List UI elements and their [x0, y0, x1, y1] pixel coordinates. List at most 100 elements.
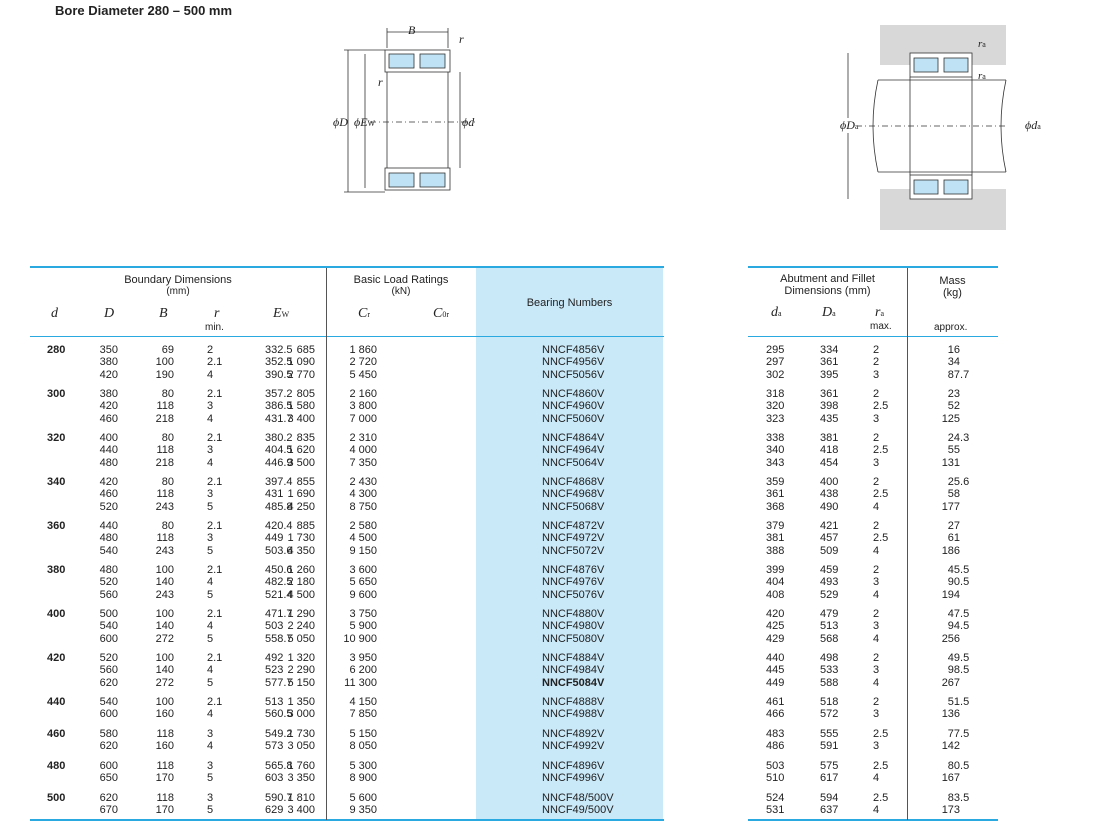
cor-cell: 5 150	[349, 728, 377, 740]
cor-cell: 1 860	[349, 344, 377, 356]
sym-text: E	[273, 306, 282, 321]
cor-cell: 3 600	[349, 564, 377, 576]
bearing-number-cell: NNCF5072V	[542, 544, 605, 557]
ew-cell: 431	[265, 488, 284, 501]
mass-cell: 80.5	[947, 760, 970, 772]
col-Cor: C0r	[433, 306, 449, 322]
Da-cell: 594	[820, 792, 839, 804]
da-cell: 399	[766, 564, 785, 576]
chamfer-cell: 3	[207, 444, 214, 457]
mass-cell: 136	[941, 708, 961, 721]
sym-sub: W	[281, 310, 290, 319]
da-cell: 338	[766, 432, 785, 444]
cr-cell: 1 580	[287, 400, 315, 413]
ew-cell: 521.4	[265, 588, 293, 601]
Da-cell: 398	[820, 400, 839, 413]
chamfer-label-inner: r	[378, 75, 383, 89]
ra-cell: 3	[873, 576, 880, 589]
ew-cell: 573	[265, 740, 284, 753]
ra-text: r	[978, 70, 983, 82]
chamfer-cell: 4	[207, 368, 214, 381]
table-header-rule	[30, 336, 664, 337]
mounting-diagram	[843, 25, 1007, 230]
outer-diameter-cell: 600	[99, 632, 118, 645]
mass-cell: 55	[947, 444, 961, 457]
Da-cell: 400	[820, 476, 839, 488]
chamfer-cell: 2.1	[207, 356, 223, 369]
da-cell: 404	[766, 576, 785, 589]
right-table-header-rule	[748, 336, 998, 337]
sym-text: r	[875, 305, 881, 320]
da-cell: 388	[766, 544, 785, 557]
mass-cell: 34	[947, 356, 961, 369]
ra-cell: 2.5	[873, 400, 889, 413]
ra-cell: 2.5	[873, 792, 889, 804]
fillet-label-mid: ra	[978, 70, 986, 82]
cor-cell: 9 600	[349, 588, 377, 601]
width-cell: 118	[156, 728, 174, 740]
ra-cell: 3	[873, 708, 880, 721]
outer-diameter-cell: 620	[99, 740, 118, 753]
outer-diameter-cell: 580	[99, 728, 118, 740]
da-cell: 368	[766, 500, 785, 513]
cr-cell: 5 150	[287, 676, 315, 689]
mass-cell: 25.6	[947, 476, 970, 488]
ew-cell: 431.7	[265, 412, 293, 425]
col-r-min: min.	[205, 322, 224, 333]
page-title: Bore Diameter 280 – 500 mm	[55, 3, 233, 18]
cr-cell: 3 000	[287, 708, 315, 721]
da-cell: 295	[766, 344, 785, 356]
width-cell: 100	[155, 356, 174, 369]
Da-cell: 575	[820, 760, 839, 772]
bearing-number-cell: NNCF4996V	[542, 772, 605, 785]
da-cell: 449	[766, 676, 785, 689]
sym-sub: a	[832, 309, 836, 318]
col-D: D	[104, 306, 115, 321]
chamfer-cell: 5	[207, 544, 214, 557]
outer-diameter-cell: 520	[99, 652, 118, 664]
cor-cell: 3 750	[349, 608, 377, 620]
bearing-number-cell: NNCF4960V	[542, 400, 605, 413]
mass-cell: 256	[941, 632, 961, 645]
bearing-number-cell: NNCF4860V	[542, 388, 605, 400]
outer-diameter-cell: 670	[99, 804, 118, 817]
bearing-number-cell: NNCF4984V	[542, 664, 605, 677]
da-cell: 323	[766, 412, 785, 425]
sym-sub: a	[778, 309, 782, 318]
mass-cell: 131	[941, 456, 961, 469]
da-cell: 381	[766, 532, 785, 545]
mass-cell: 24.3	[947, 432, 970, 444]
bore-diameter-cell: 420	[47, 652, 66, 664]
cor-cell: 4 500	[349, 532, 377, 545]
mass-cell: 47.5	[947, 608, 970, 620]
ew-cell: 485.8	[265, 500, 293, 513]
chamfer-cell: 3	[207, 488, 214, 501]
housing-diameter-label: ϕDa	[840, 118, 859, 133]
da-cell: 318	[766, 388, 785, 400]
ra-cell: 2.5	[873, 760, 889, 772]
boundary-dimensions-header: Boundary Dimensions(mm)	[30, 274, 326, 298]
cor-cell: 6 200	[349, 664, 377, 677]
cr-cell: 835	[296, 432, 315, 444]
cor-cell: 4 300	[349, 488, 377, 501]
width-cell: 100	[155, 608, 174, 620]
bearing-number-cell: NNCF5084V	[542, 676, 605, 689]
cor-cell: 4 000	[349, 444, 377, 457]
ew-cell: 357.2	[265, 388, 293, 400]
Da-cell: 637	[820, 804, 839, 817]
mass-cell: 177	[941, 500, 961, 513]
outer-diameter-cell: 440	[99, 520, 118, 532]
cor-cell: 9 150	[349, 544, 377, 557]
bearing-number-cell: NNCF5056V	[542, 368, 605, 381]
width-cell: 243	[155, 500, 174, 513]
width-cell: 243	[155, 588, 174, 601]
cor-cell: 2 720	[349, 356, 377, 369]
cor-cell: 5 450	[349, 368, 377, 381]
chamfer-cell: 3	[207, 792, 214, 804]
width-cell: 118	[156, 532, 174, 545]
Da-cell: 529	[820, 588, 839, 601]
ew-cell: 482.5	[265, 576, 293, 589]
da-cell: 408	[766, 588, 785, 601]
bore-diameter-cell: 380	[47, 564, 66, 576]
chamfer-cell: 5	[207, 772, 214, 785]
